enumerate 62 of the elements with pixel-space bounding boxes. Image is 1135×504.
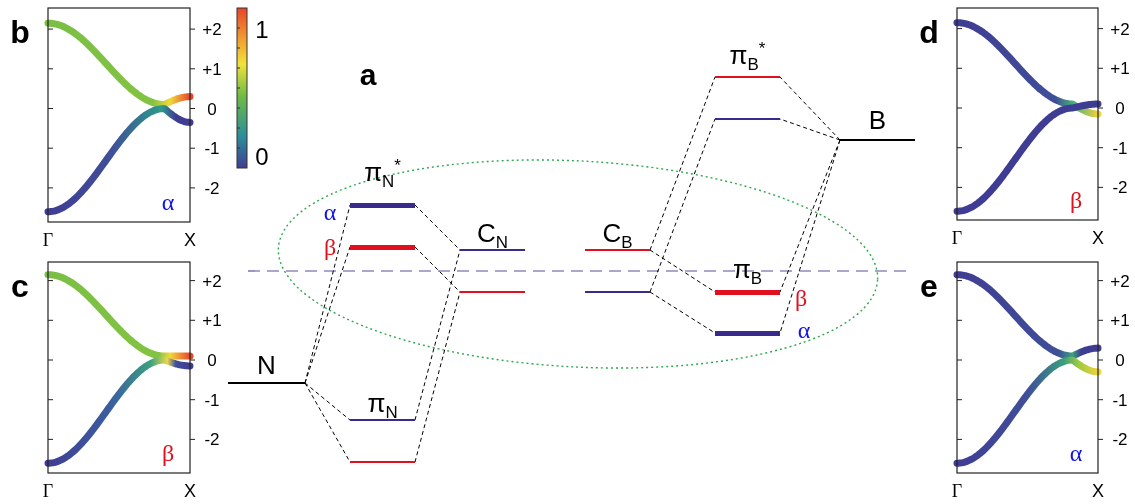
axis-label: X (1092, 229, 1104, 247)
tick-label: 0 (207, 351, 217, 369)
tick-label: +1 (202, 311, 222, 329)
spin-label: β (1069, 188, 1083, 212)
energy-level: π$_{N}$ (350, 387, 415, 421)
dashed-connector (649, 76, 716, 251)
dashed-connector (779, 139, 841, 334)
tick-label: +1 (1110, 59, 1130, 77)
tick-label: 0 (1115, 99, 1125, 117)
dashed-connector (779, 76, 841, 141)
tick-label: -2 (1112, 430, 1128, 448)
energy-level (350, 244, 415, 250)
axis-label: X (184, 482, 196, 500)
spin-label: α (323, 200, 337, 224)
spin-label: α (1069, 441, 1083, 465)
energy-level: C$_{N}$ (460, 217, 525, 251)
dashed-connector (414, 249, 461, 421)
energy-level: N (228, 352, 305, 384)
energy-level: C$_{B}$ (585, 217, 650, 251)
energy-level: B (840, 109, 915, 141)
energy-level (715, 330, 780, 336)
axis-label: Γ (951, 229, 963, 247)
tick-label: -2 (204, 179, 220, 197)
axis-label: Γ (42, 482, 54, 500)
dashed-connector (649, 118, 716, 293)
spin-label: β (323, 235, 337, 259)
panel-letter: e (920, 270, 938, 302)
dashed-connector (304, 246, 351, 384)
energy-level: π$_{B}$ (715, 247, 780, 295)
panel-letter: d (919, 16, 939, 48)
axis-label: Γ (42, 231, 54, 249)
axis-label: X (184, 231, 196, 249)
tick-label: -1 (1112, 391, 1128, 409)
dashed-connector (779, 118, 841, 141)
tick-label: +1 (202, 60, 222, 78)
dashed-connector (414, 291, 461, 463)
spin-label: α (797, 318, 811, 342)
colorbar-label: 0 (255, 145, 269, 169)
tick-label: +2 (202, 20, 222, 38)
panel-letter: c (11, 270, 29, 302)
tick-label: -1 (1112, 139, 1128, 157)
panel-letter: a (359, 60, 377, 90)
dashed-connector (304, 382, 351, 421)
axis-label: X (1092, 482, 1104, 500)
tick-label: -1 (204, 139, 220, 157)
spin-label: β (794, 286, 808, 310)
tick-label: +2 (1110, 272, 1130, 290)
tick-label: +2 (1110, 20, 1130, 38)
axis-label: Γ (951, 482, 963, 500)
dashed-connector (649, 291, 716, 334)
tick-label: -2 (204, 430, 220, 448)
panel-letter: b (10, 16, 30, 48)
tick-label: -1 (204, 391, 220, 409)
tick-label: 0 (207, 100, 217, 117)
spin-label: α (161, 190, 175, 214)
dashed-connector (779, 139, 841, 293)
tick-label: +2 (202, 272, 222, 290)
tick-label: +1 (1110, 311, 1130, 329)
colorbar-label: 1 (255, 18, 269, 42)
tick-label: -2 (1112, 178, 1128, 196)
tick-label: 0 (1115, 351, 1125, 369)
spin-label: β (161, 441, 175, 465)
